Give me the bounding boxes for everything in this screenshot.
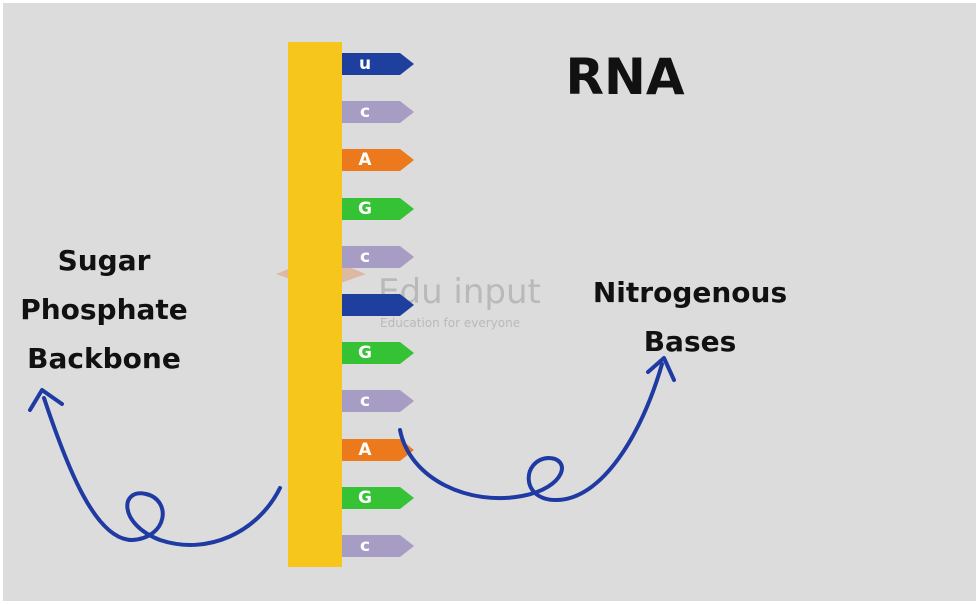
base-tag: A [342, 439, 414, 461]
backbone-label-line: Backbone [27, 342, 181, 375]
base-letter: G [358, 343, 372, 363]
backbone-label: Sugar Phosphate Backbone [2, 236, 206, 383]
base-letter: c [359, 102, 371, 122]
base-tag: A [342, 149, 414, 171]
base-arrow-shape [342, 535, 414, 557]
base-arrow-shape [342, 53, 414, 75]
backbone-label-line: Phosphate [20, 293, 188, 326]
backbone-label-line: Sugar [57, 244, 151, 277]
bases-label: Nitrogenous Bases [560, 268, 820, 366]
base-arrow-shape [342, 294, 414, 316]
base-arrow-shape [342, 439, 414, 461]
base-letter: G [358, 199, 372, 219]
watermark-tagline: Education for everyone [380, 316, 521, 330]
base-tag: G [342, 487, 414, 509]
base-tag: c [342, 101, 414, 123]
base-arrow-shape [342, 390, 414, 412]
bases-label-line: Nitrogenous [592, 276, 788, 309]
diagram-title: RNA [565, 48, 685, 106]
base-letter: A [358, 440, 372, 460]
base-tag: c [342, 246, 414, 268]
base-letter: c [359, 536, 371, 556]
base-arrow-shape [342, 198, 414, 220]
sugar-phosphate-backbone [288, 42, 342, 567]
base-arrow-shape [342, 342, 414, 364]
base-tag: G [342, 198, 414, 220]
base-letter: c [359, 247, 371, 267]
base-tag: c [342, 535, 414, 557]
base-arrow-shape [342, 101, 414, 123]
base-letter: c [359, 391, 371, 411]
base-letter: G [358, 488, 372, 508]
base-arrow-shape [342, 487, 414, 509]
base-tag: c [342, 390, 414, 412]
base-tag: u [342, 53, 414, 75]
bases-label-line: Bases [643, 325, 737, 358]
base-letter: A [358, 150, 372, 170]
base-tag: G [342, 342, 414, 364]
base-tag [342, 294, 414, 316]
base-arrow-shape [342, 246, 414, 268]
base-arrow-shape [342, 149, 414, 171]
base-letter: u [358, 54, 372, 74]
base-letter [342, 294, 388, 316]
